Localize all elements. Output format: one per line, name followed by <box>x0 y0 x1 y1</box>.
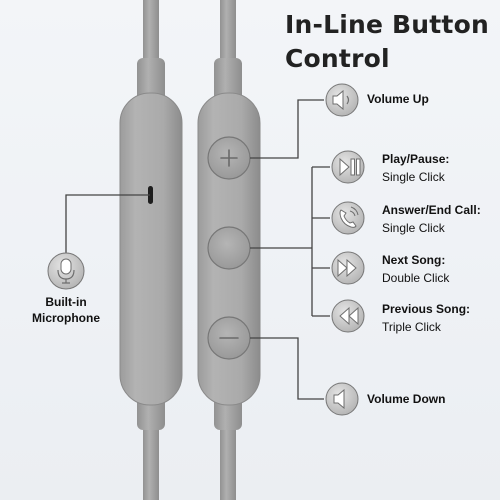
answer-end-call-label: Answer/End Call: Single Click <box>382 203 481 236</box>
page-title: In-Line Button Control <box>285 8 495 76</box>
title-line-1: In-Line Button <box>285 10 489 39</box>
phone-icon <box>331 201 365 235</box>
microphone-label-line-1: Built-in <box>45 295 87 309</box>
previous-song-title: Previous Song: <box>382 302 471 316</box>
play-pause-action: Single Click <box>382 170 445 184</box>
rewind-icon <box>331 299 365 333</box>
plus-button[interactable] <box>207 136 251 180</box>
minus-button[interactable] <box>207 316 251 360</box>
play-pause-title: Play/Pause: <box>382 152 450 166</box>
previous-song-label: Previous Song: Triple Click <box>382 302 470 335</box>
next-song-action: Double Click <box>382 271 450 285</box>
next-song-title: Next Song: <box>382 253 446 267</box>
volume-down-label: Volume Down <box>367 392 446 406</box>
answer-end-call-action: Single Click <box>382 221 445 235</box>
play-pause-icon <box>331 150 365 184</box>
center-button[interactable] <box>207 226 251 270</box>
volume-up-speaker-icon <box>325 83 359 117</box>
play-pause-label: Play/Pause: Single Click <box>382 152 449 185</box>
left-remote-body <box>119 92 183 406</box>
plus-icon <box>220 149 238 167</box>
microphone-hole <box>148 186 153 204</box>
next-song-label: Next Song: Double Click <box>382 253 449 286</box>
previous-song-action: Triple Click <box>382 320 441 334</box>
volume-up-label: Volume Up <box>367 92 429 106</box>
microphone-icon <box>47 252 85 290</box>
volume-down-speaker-icon <box>325 382 359 416</box>
fast-forward-icon <box>331 251 365 285</box>
connector-lines <box>65 99 330 400</box>
microphone-label-line-2: Microphone <box>32 311 100 325</box>
title-line-2: Control <box>285 44 390 73</box>
answer-end-call-title: Answer/End Call: <box>382 203 481 217</box>
microphone-label: Built-in Microphone <box>16 294 116 326</box>
